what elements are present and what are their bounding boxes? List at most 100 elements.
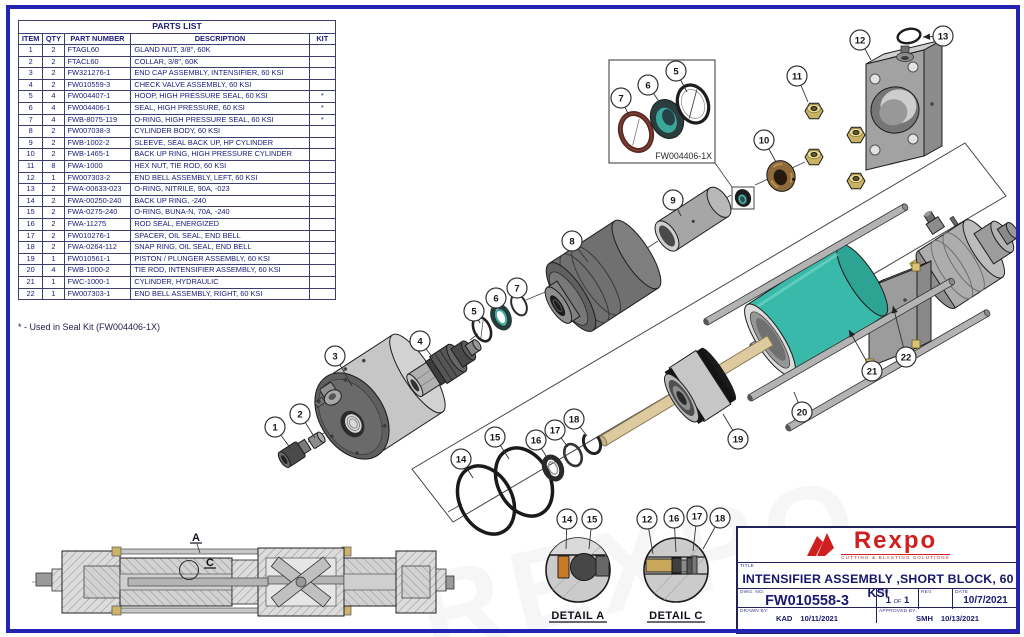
svg-text:19: 19 bbox=[733, 434, 744, 445]
seal-kit-inset: FW004406-1X bbox=[608, 59, 716, 164]
parts-list-title: PARTS LIST bbox=[18, 20, 336, 34]
title-label: TITLE bbox=[740, 564, 755, 569]
svg-text:18: 18 bbox=[569, 414, 580, 425]
approved-by-label: APPROVED BY: bbox=[879, 609, 917, 614]
svg-text:22: 22 bbox=[901, 352, 912, 363]
detail-a-view: DETAIL A bbox=[545, 537, 611, 623]
balloon-6: 6 bbox=[485, 287, 507, 309]
balloon-3: 3 bbox=[324, 345, 346, 367]
seal-kit-footnote: * - Used in Seal Kit (FW004406-1X) bbox=[18, 322, 161, 332]
part-seal-boxed bbox=[731, 186, 755, 210]
balloon-17: 17 bbox=[686, 505, 708, 527]
part-right-end-cap-assembly bbox=[909, 210, 1019, 309]
dwg-no-value: FW010558-3 bbox=[765, 593, 849, 609]
sheet-value: 1 OF 1 bbox=[885, 595, 910, 606]
dwg-no-cell: DWG. NO. FW010558-3 bbox=[738, 589, 877, 609]
col-kit: KIT bbox=[308, 32, 337, 46]
part-sleeve bbox=[654, 186, 732, 252]
drawn-by-label: DRAWN BY: bbox=[740, 609, 769, 614]
svg-text:8: 8 bbox=[569, 236, 574, 247]
dwg-no-label: DWG. NO. bbox=[740, 590, 765, 595]
svg-text:11: 11 bbox=[792, 71, 803, 82]
parts-list-table: PARTS LIST ITEM QTY PART NUMBER DESCRIPT… bbox=[17, 20, 337, 301]
balloon-16: 16 bbox=[663, 507, 685, 529]
part-hex-nuts bbox=[804, 102, 866, 190]
part-oring-13 bbox=[896, 27, 922, 45]
balloon-12: 12 bbox=[636, 508, 658, 530]
balloon-15: 15 bbox=[484, 426, 506, 448]
part-end-bell-left bbox=[865, 39, 943, 171]
sheet-label: SHT. bbox=[879, 590, 891, 595]
svg-text:14: 14 bbox=[456, 454, 467, 465]
balloon-18: 18 bbox=[709, 507, 731, 529]
rev-label: REV. bbox=[921, 590, 933, 595]
title-block: Rexpo CUTTING & BLASTING SOLUTIONS TITLE… bbox=[736, 526, 1020, 634]
part-spacer-17 bbox=[562, 442, 584, 468]
col-qty: QTY bbox=[42, 32, 65, 46]
svg-text:5: 5 bbox=[471, 306, 477, 317]
part-collar bbox=[307, 431, 326, 449]
part-rod-seal-16 bbox=[541, 454, 565, 482]
balloon-14: 14 bbox=[556, 508, 578, 530]
svg-text:14: 14 bbox=[562, 514, 573, 525]
date-label: DATE bbox=[955, 590, 969, 595]
part-oring-15 bbox=[493, 446, 555, 518]
cross-section-view: A C bbox=[32, 532, 455, 617]
logo-tagline: CUTTING & BLASTING SOLUTIONS bbox=[841, 555, 950, 561]
svg-text:20: 20 bbox=[797, 407, 808, 418]
svg-text:12: 12 bbox=[855, 35, 866, 46]
svg-text:6: 6 bbox=[493, 293, 498, 304]
drawing-title: INTENSIFIER ASSEMBLY ,SHORT BLOCK, 60 KS… bbox=[742, 572, 1014, 600]
balloon-5: 5 bbox=[665, 60, 687, 82]
logo-rule bbox=[841, 553, 950, 556]
balloon-15: 15 bbox=[581, 508, 603, 530]
part-tie-rods bbox=[703, 203, 991, 432]
balloon-22: 22 bbox=[895, 346, 917, 368]
svg-text:5: 5 bbox=[673, 66, 679, 77]
balloon-9: 9 bbox=[662, 189, 684, 211]
sheet-cell: SHT. 1 OF 1 bbox=[877, 589, 919, 609]
detail-c-label: DETAIL C bbox=[649, 610, 703, 622]
part-backup-ring-14 bbox=[455, 464, 517, 536]
svg-text:16: 16 bbox=[531, 435, 542, 446]
rexpo-logo-mark bbox=[807, 533, 835, 556]
company-logo: Rexpo CUTTING & BLASTING SOLUTIONS bbox=[738, 528, 1018, 562]
part-inset-seal-6 bbox=[649, 99, 685, 139]
section-label-a: A bbox=[192, 532, 200, 544]
balloon-6: 6 bbox=[637, 74, 659, 96]
part-hydraulic-cylinder bbox=[744, 243, 889, 377]
svg-text:16: 16 bbox=[669, 513, 680, 524]
balloon-19: 19 bbox=[727, 428, 749, 450]
balloon-8: 8 bbox=[561, 230, 583, 252]
section-label-c: C bbox=[206, 557, 214, 569]
balloon-4: 4 bbox=[409, 330, 431, 352]
inset-label: FW004406-1X bbox=[655, 151, 712, 161]
svg-text:13: 13 bbox=[938, 31, 949, 42]
svg-text:10: 10 bbox=[759, 135, 770, 146]
date-value: 10/7/2021 bbox=[963, 595, 1008, 606]
part-piston-assembly bbox=[664, 347, 737, 424]
balloon-21: 21 bbox=[861, 360, 883, 382]
detail-c-view: DETAIL C bbox=[643, 537, 709, 623]
balloon-17: 17 bbox=[544, 419, 566, 441]
